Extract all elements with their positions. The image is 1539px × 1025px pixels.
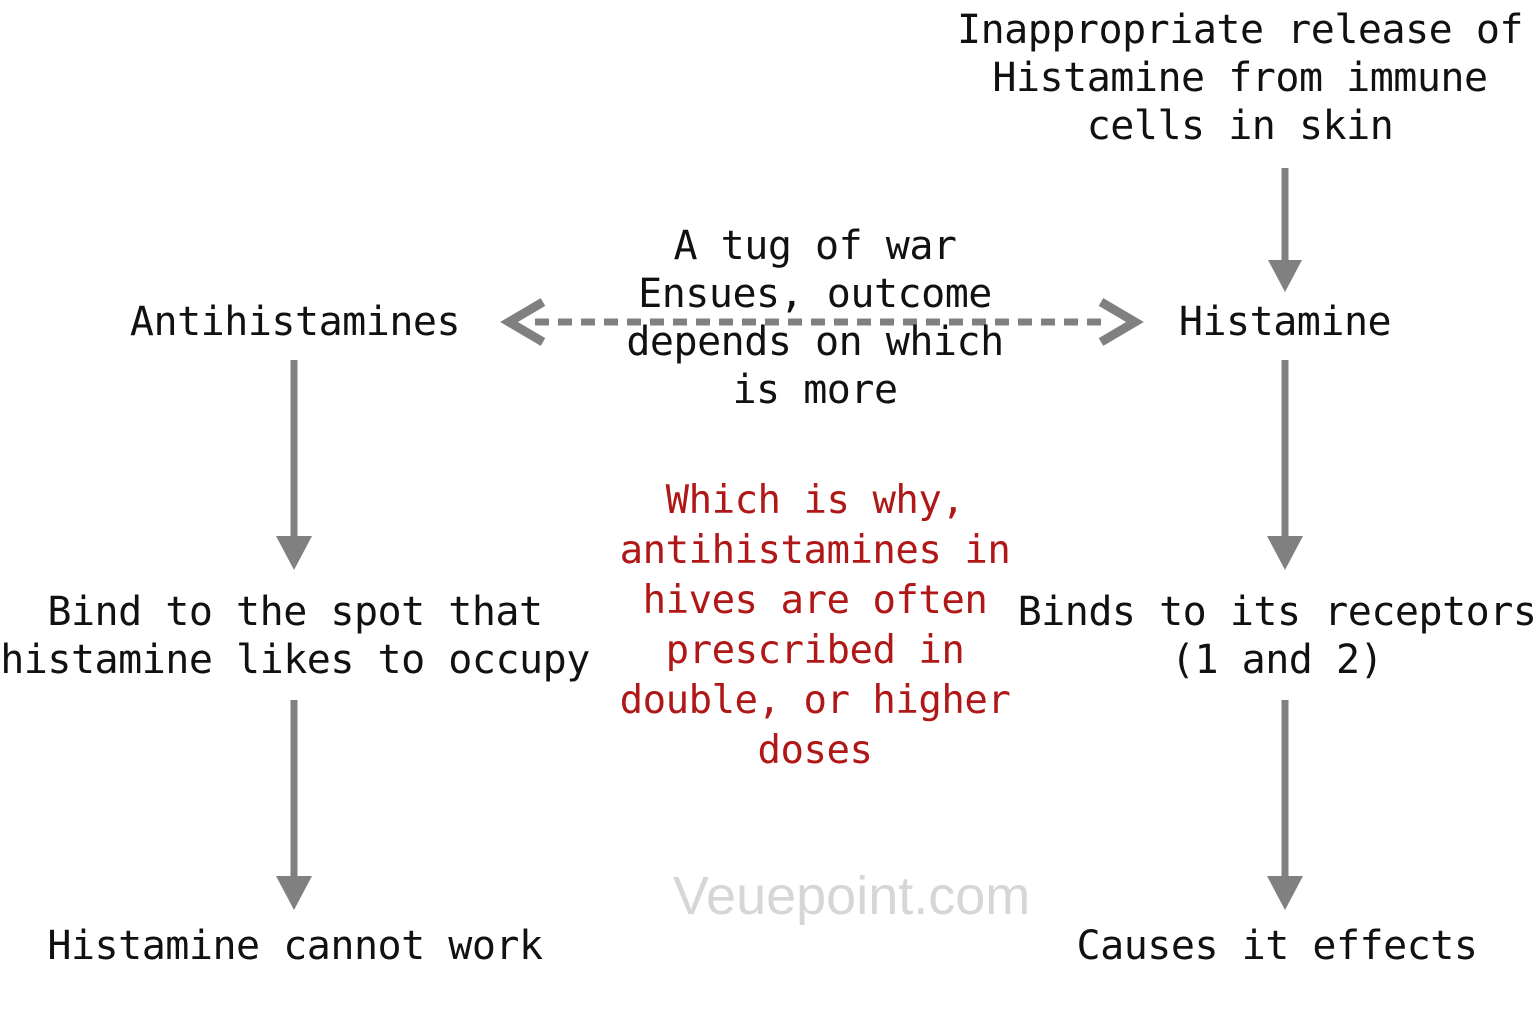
node-antihistamines: Antihistamines <box>129 299 461 345</box>
arrow-antihistamines-to-bind-spot <box>276 360 312 570</box>
node-source-histamine-release: Inappropriate release of Histamine from … <box>957 7 1523 149</box>
arrow-binds-receptors-to-causes-effects <box>1267 700 1303 910</box>
node-red-clinical-note: Which is why, antihistamines in hives ar… <box>619 478 1011 773</box>
arrow-source-to-histamine <box>1268 168 1302 292</box>
arrow-tug-of-war-double-dashed <box>500 298 1144 346</box>
node-bind-to-spot: Bind to the spot that histamine likes to… <box>0 589 590 683</box>
node-binds-to-receptors: Binds to its receptors (1 and 2) <box>1017 589 1537 683</box>
arrow-bind-spot-to-cannot-work <box>276 700 312 910</box>
node-histamine-cannot-work: Histamine cannot work <box>47 923 543 969</box>
node-histamine: Histamine <box>1178 299 1392 345</box>
arrow-histamine-to-binds-receptors <box>1267 360 1303 570</box>
node-causes-it-effects: Causes it effects <box>1076 923 1478 969</box>
watermark-veuepoint: Veuepoint.com <box>673 866 1031 926</box>
node-tug-of-war-label: A tug of war Ensues, outcome depends on … <box>626 223 1004 413</box>
